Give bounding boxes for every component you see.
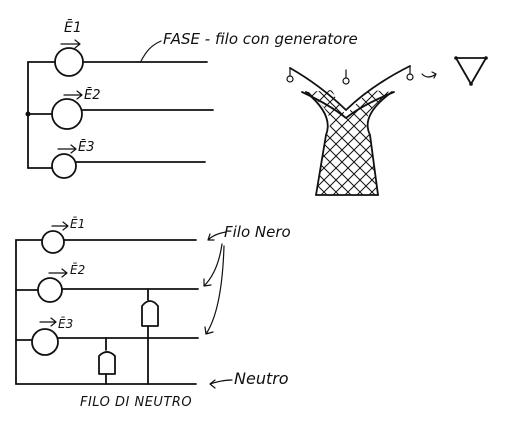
top-phase-3: Ē3 [27, 140, 206, 179]
load-symbol-1 [141, 300, 159, 327]
neutral-pointer [209, 379, 233, 389]
bottom-four-wire-schematic: Ē1 Ē2 Ē3 [15, 217, 291, 410]
neutral-wire-caption: FILO DI NEUTRO [80, 395, 192, 410]
pylon-insulators [286, 65, 414, 85]
delta-triangle [455, 57, 487, 85]
phase-label-pointer [140, 40, 162, 62]
top-generator-2 [51, 98, 83, 130]
top-phase-1: Ē1 [27, 19, 208, 77]
black-wire-pointer-3 [204, 245, 225, 335]
black-wire-pointer-1 [207, 231, 227, 241]
top-emf-arrow-2 [63, 90, 83, 100]
phase-label: FASE - filo con generatore [163, 30, 358, 48]
top-generator-schematic: Ē1 Ē2 Ē3 FASE - filo con generatore [25, 19, 358, 179]
top-emf-label-2: Ē2 [84, 88, 101, 103]
top-emf-arrow-1 [60, 39, 81, 49]
top-phase-2: Ē2 [27, 88, 214, 130]
bottom-emf-label-2: Ē2 [70, 263, 85, 277]
black-wire-pointer-2 [203, 243, 223, 287]
bottom-emf-label-3: Ē3 [58, 317, 73, 331]
bottom-generator-3 [31, 328, 59, 356]
top-emf-label-1: Ē1 [64, 19, 82, 36]
bottom-generator-1 [41, 230, 65, 254]
neutral-label: Neutro [234, 369, 289, 388]
bottom-phase-3: Ē3 [15, 317, 199, 356]
delta-arrow [421, 71, 437, 79]
load-phase3-neutral [98, 337, 116, 385]
top-generator-3 [51, 153, 77, 179]
bottom-emf-label-1: Ē1 [70, 217, 85, 231]
top-generator-1 [54, 47, 84, 77]
load-phase2-neutral [141, 288, 159, 385]
pylon-sketch [286, 56, 488, 196]
pylon-left-leg [305, 91, 329, 196]
top-emf-arrow-3 [57, 144, 77, 154]
load-symbol-2 [98, 351, 116, 375]
bottom-phase-1: Ē1 [15, 217, 197, 254]
pylon-lattice [306, 90, 392, 195]
bottom-generator-2 [37, 277, 63, 303]
top-emf-label-3: Ē3 [78, 140, 95, 155]
pylon-crossarm [289, 65, 411, 111]
pylon-right-leg [366, 91, 393, 196]
bottom-phase-2: Ē2 [15, 263, 199, 303]
black-wire-label: Filo Nero [224, 223, 291, 241]
